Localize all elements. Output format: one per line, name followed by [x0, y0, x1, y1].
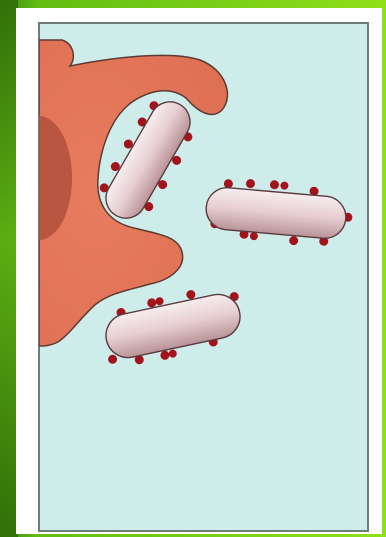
phagocyte-nucleus	[6, 116, 72, 240]
